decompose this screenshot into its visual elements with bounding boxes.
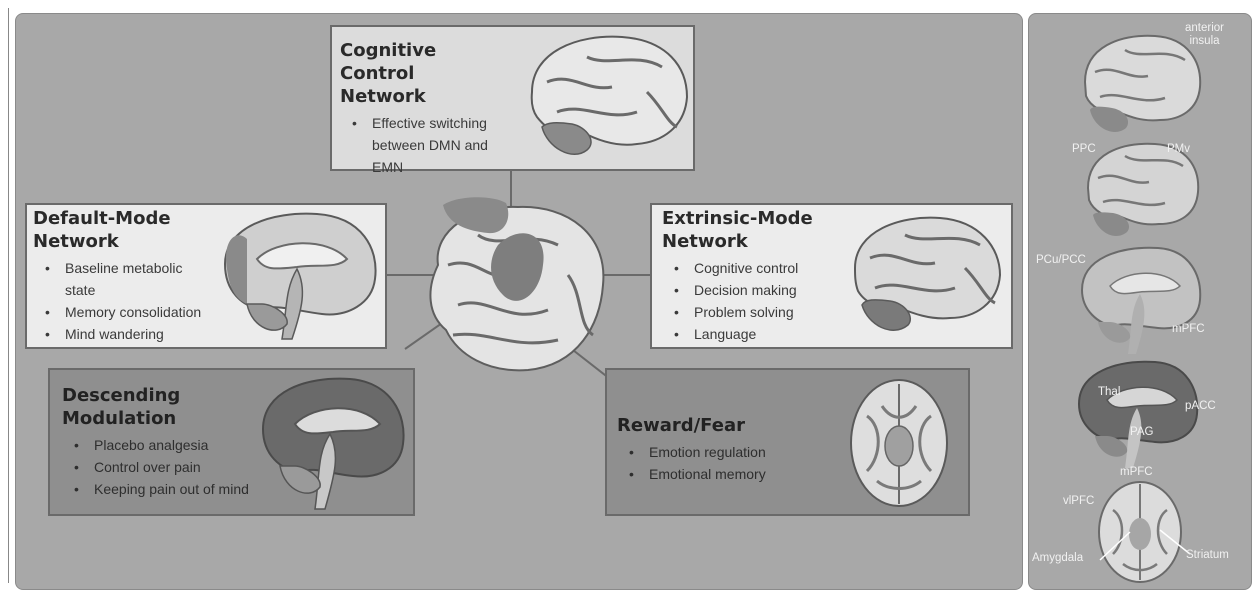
right-brain-pain-icon [1077, 360, 1199, 468]
dmn-brain-medial-icon [223, 212, 377, 340]
rf-bullet-2: Emotional memory [629, 463, 837, 485]
dm-bullet-1: Placebo analgesia [74, 434, 282, 456]
dmn-title-line2: Network [33, 231, 119, 252]
rf-brain-axial-icon [850, 379, 948, 507]
ccn-bullet-1: Effective switching between DMN and EMN [352, 112, 522, 178]
dmn-bullet-2: Memory consolidation [45, 301, 243, 323]
label-vlpfc: vlPFC [1063, 495, 1095, 507]
emn-title-line2: Network [662, 231, 748, 252]
label-ppc: PPC [1072, 143, 1096, 155]
dm-title-line2: Modulation [62, 408, 177, 429]
label-anterior-insula: anterior insula [1185, 22, 1224, 47]
right-brain-insula-icon [1083, 34, 1202, 132]
dmn-bullet-1: Baseline metabolic state [45, 257, 195, 301]
ccn-title-line1: Cognitive Control [340, 40, 437, 84]
default-mode-network-box: Default-Mode Network Baseline metabolic … [25, 203, 387, 349]
right-brain-ppc-icon [1086, 142, 1200, 236]
ccn-brain-lateral-icon [530, 35, 689, 155]
label-amygdala: Amygdala [1032, 552, 1084, 564]
right-brain-medial-icon [1080, 246, 1202, 354]
dmn-bullet-3: Mind wandering [45, 323, 243, 345]
label-pag: PAG [1130, 426, 1154, 438]
connector-dmn [385, 274, 435, 276]
label-pmv: PMv [1167, 143, 1190, 155]
label-pacc: pACC [1185, 400, 1216, 412]
dmn-title-line1: Default-Mode [33, 208, 171, 229]
connector-emn [590, 274, 652, 276]
label-thal: Thal [1098, 386, 1121, 398]
emn-title-line1: Extrinsic-Mode [662, 208, 813, 229]
emn-bullet-3: Problem solving [674, 301, 862, 323]
cognitive-control-network-box: Cognitive Control Network Effective swit… [330, 25, 695, 175]
label-striatum: Striatum [1186, 549, 1229, 561]
label-pcu-pcc: PCu/PCC [1036, 254, 1086, 266]
ccn-title-line2: Network [340, 86, 426, 107]
reward-fear-box: Reward/Fear Emotion regulation Emotional… [605, 368, 970, 516]
emn-brain-lateral-icon [853, 216, 1002, 331]
rf-title: Reward/Fear [617, 415, 745, 436]
emn-bullet-2: Decision making [674, 279, 862, 301]
right-brain-axial-icon [1098, 481, 1182, 583]
emn-bullet-1: Cognitive control [674, 257, 862, 279]
central-brain-icon [429, 197, 605, 372]
label-mpfc-1: mPFC [1172, 323, 1205, 335]
extrinsic-mode-network-box: Extrinsic-Mode Network Cognitive control… [650, 203, 1013, 349]
emn-bullet-4: Language [674, 323, 862, 345]
dm-bullet-2: Control over pain [74, 456, 282, 478]
right-pointer-lines [1099, 529, 1191, 561]
rf-bullet-1: Emotion regulation [629, 441, 837, 463]
label-mpfc-2: mPFC [1120, 466, 1153, 478]
dm-bullet-3: Keeping pain out of mind [74, 478, 282, 500]
dm-brain-medial-icon [261, 377, 405, 510]
page-edge-line [8, 8, 9, 583]
connector-ccn [510, 170, 512, 210]
dm-title-line1: Descending [62, 385, 181, 406]
descending-modulation-box: Descending Modulation Placebo analgesia … [48, 368, 415, 516]
